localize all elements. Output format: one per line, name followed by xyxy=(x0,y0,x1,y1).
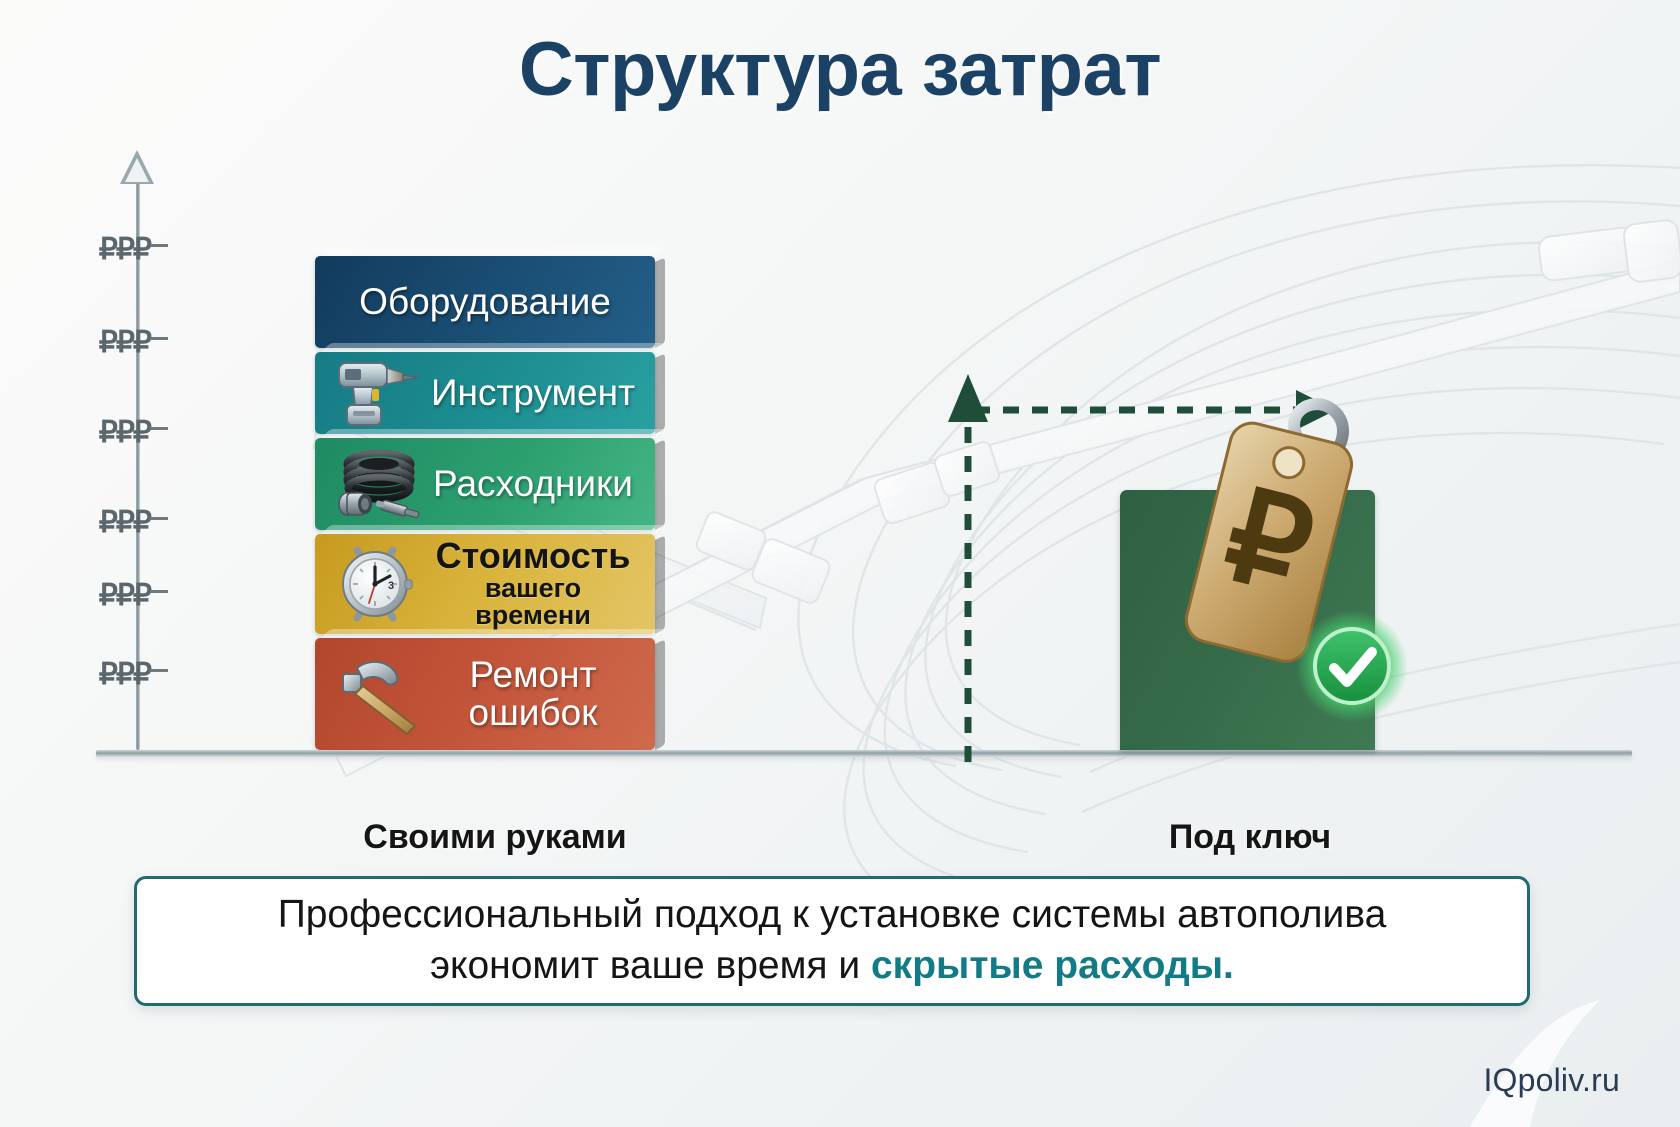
y-tick-label: ₽₽₽ xyxy=(98,233,152,266)
segment-label-line2: ошибок xyxy=(468,692,598,733)
y-tick-label: ₽₽₽ xyxy=(98,326,152,359)
stack-segment-repair: Ремонт ошибок xyxy=(315,638,655,750)
caption-text: Профессиональный подход к установке сист… xyxy=(254,890,1411,991)
y-tick-mark xyxy=(150,427,168,430)
y-tick-mark xyxy=(150,517,168,520)
y-axis-arrow-icon xyxy=(120,150,154,184)
caption-line2-plain: экономит ваше время и xyxy=(430,944,871,987)
page-title: Структура затрат xyxy=(518,27,1162,112)
y-tick-row: ₽₽₽ xyxy=(0,415,230,449)
y-tick-label: ₽₽₽ xyxy=(98,416,152,449)
bar-stack-diy: Оборудование xyxy=(315,256,663,750)
category-label-diy: Своими руками xyxy=(363,818,627,856)
watch-icon: 3 xyxy=(342,546,413,622)
stack-segment-time: 3 Стоимость вашего времени xyxy=(315,534,655,634)
y-tick-row: ₽₽₽ xyxy=(0,505,230,539)
segment-label-line1: Ремонт xyxy=(469,654,597,696)
stack-segment-consumables: Расходники xyxy=(315,438,655,530)
svg-text:3: 3 xyxy=(388,580,394,592)
drill-icon xyxy=(338,362,420,426)
y-tick-mark xyxy=(150,337,168,340)
caption-line2-accent: скрытые расходы. xyxy=(870,944,1234,987)
segment-label-line1: Стоимость xyxy=(435,535,631,577)
hammer-icon xyxy=(342,660,417,736)
y-tick-label: ₽₽₽ xyxy=(98,658,152,691)
y-tick-row: ₽₽₽ xyxy=(0,657,230,691)
price-tag-check-group: ₽ xyxy=(1184,398,1408,722)
segment-label: Оборудование xyxy=(359,281,611,323)
y-tick-mark xyxy=(150,669,168,672)
arrow-up-head-icon xyxy=(948,374,988,422)
category-label-turnkey: Под ключ xyxy=(1168,818,1332,856)
y-tick-mark xyxy=(150,244,168,247)
watermark: IQpoliv.ru xyxy=(1483,1062,1620,1098)
stack-segment-equipment: Оборудование xyxy=(315,256,655,348)
y-tick-label: ₽₽₽ xyxy=(98,506,152,539)
hose-coil-icon xyxy=(338,449,420,519)
caption-box: Профессиональный подход к установке сист… xyxy=(134,876,1530,1006)
y-axis-line xyxy=(136,176,140,750)
chart-plot-area: ₽₽₽ ₽₽₽ ₽₽₽ ₽₽₽ ₽₽₽ ₽₽₽ xyxy=(0,150,1680,810)
y-tick-row: ₽₽₽ xyxy=(0,325,230,359)
segment-label-line2: вашего времени xyxy=(475,572,591,631)
check-badge-circle xyxy=(1313,627,1391,705)
y-tick-mark xyxy=(150,590,168,593)
stack-segment-tool: Инструмент xyxy=(315,352,655,434)
y-tick-row: ₽₽₽ xyxy=(0,578,230,612)
y-tick-row: ₽₽₽ xyxy=(0,232,230,266)
caption-line1: Профессиональный подход к установке сист… xyxy=(277,893,1387,937)
y-tick-label: ₽₽₽ xyxy=(98,579,152,612)
